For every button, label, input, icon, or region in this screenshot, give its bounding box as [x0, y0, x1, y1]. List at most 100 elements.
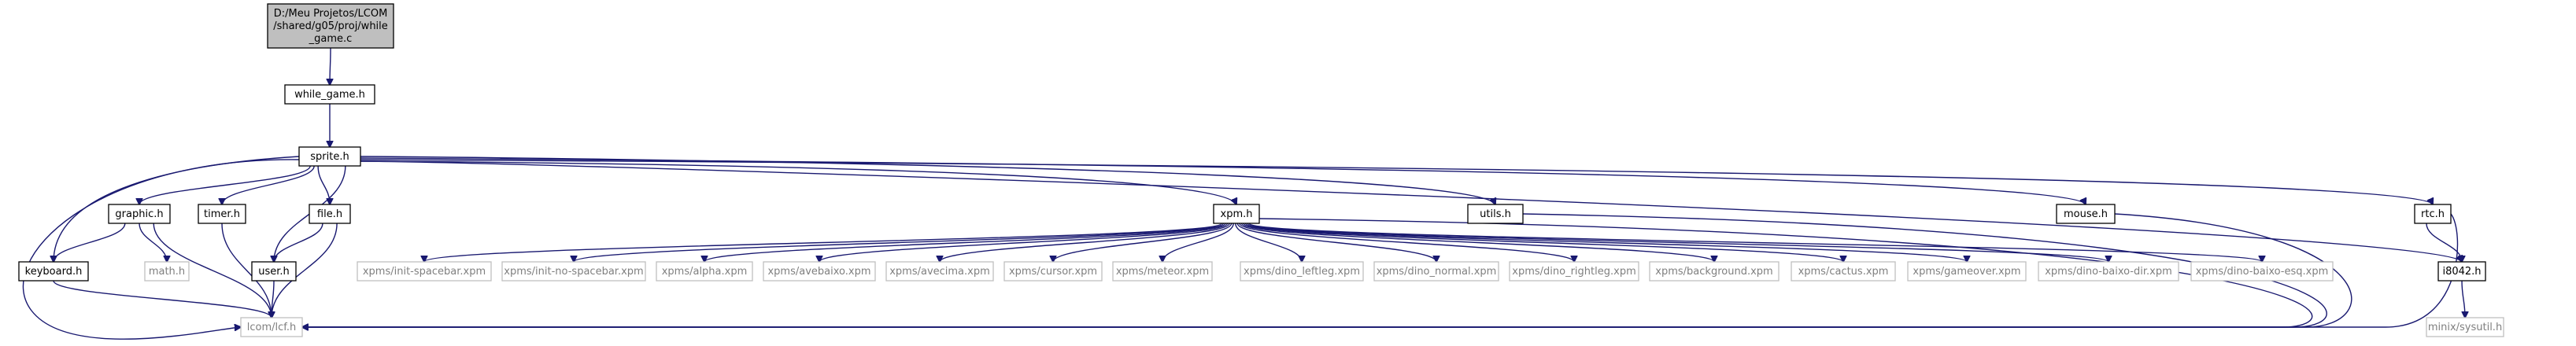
node-label: _game.c	[309, 33, 353, 45]
node-label: xpms/dino-baixo-dir.xpm	[2045, 266, 2172, 278]
node-user-h[interactable]: user.h	[251, 261, 297, 282]
node-x-meteor: xpms/meteor.xpm	[1112, 261, 1213, 282]
node-x-dino-leftleg: xpms/dino_leftleg.xpm	[1240, 261, 1364, 282]
node-label: xpms/dino_leftleg.xpm	[1244, 266, 1360, 278]
node-box	[298, 146, 361, 167]
node-box	[1373, 261, 1499, 282]
node-x-dino-normal: xpms/dino_normal.xpm	[1373, 261, 1499, 282]
node-x-init-spacebar: xpms/init-spacebar.xpm	[357, 261, 492, 282]
node-label: minix/sysutil.h	[2428, 322, 2502, 333]
node-box	[2437, 261, 2486, 282]
node-label: while_game.h	[294, 89, 365, 101]
edges-layer	[22, 47, 2465, 340]
node-label: xpms/dino_rightleg.xpm	[1512, 266, 1635, 278]
node-label: xpms/init-spacebar.xpm	[363, 266, 486, 278]
edge-sprite_h-to-mouse_h	[360, 157, 2086, 204]
node-label: keyboard.h	[25, 266, 83, 278]
edge-mouse_h-to-lcf_h	[302, 213, 2352, 327]
edge-xpm_h-to-x_background	[1240, 223, 1714, 262]
node-box	[885, 261, 994, 282]
node-box	[1791, 261, 1896, 282]
node-box	[1003, 261, 1103, 282]
node-label: xpms/avebaixo.xpm	[767, 266, 870, 278]
node-x-avecima: xpms/avecima.xpm	[885, 261, 994, 282]
node-label: file.h	[317, 208, 342, 220]
edge-i8042_h-to-sysutil_h	[2461, 280, 2465, 318]
node-label: lcom/lcf.h	[247, 322, 297, 333]
node-box	[2190, 261, 2334, 282]
node-x-cursor: xpms/cursor.xpm	[1003, 261, 1103, 282]
edge-xpm_h-to-x_avecima	[940, 223, 1230, 262]
node-x-avebaixo: xpms/avebaixo.xpm	[763, 261, 876, 282]
edge-sprite_h-to-i8042_h	[360, 160, 2462, 262]
edge-xpm_h-to-x_init_spacebar	[424, 223, 1222, 262]
node-label: xpm.h	[1221, 208, 1253, 220]
node-graphic-h[interactable]: graphic.h	[108, 204, 171, 224]
node-x-init-no-spacebar: xpms/init-no-spacebar.xpm	[501, 261, 646, 282]
node-box	[1907, 261, 2027, 282]
edge-xpm_h-to-x_avebaixo	[819, 223, 1229, 262]
node-x-dino-baixo-dir: xpms/dino-baixo-dir.xpm	[2038, 261, 2179, 282]
node-file-h[interactable]: file.h	[309, 204, 351, 224]
edge-timer_h-to-lcf_h	[221, 223, 272, 318]
node-box	[1509, 261, 1639, 282]
node-label: xpms/init-no-spacebar.xpm	[504, 266, 643, 278]
node-x-cactus: xpms/cactus.xpm	[1791, 261, 1896, 282]
node-lcf-h: lcom/lcf.h	[240, 317, 303, 337]
node-box	[108, 204, 171, 224]
node-label: xpms/cursor.xpm	[1009, 266, 1097, 278]
node-root[interactable]: D:/Meu Projetos/LCOM/shared/g05/proj/whi…	[267, 3, 394, 49]
node-sprite-h[interactable]: sprite.h	[298, 146, 361, 167]
node-label: xpms/dino_normal.xpm	[1377, 266, 1497, 278]
edge-sprite_h-to-graphic_h	[139, 165, 311, 204]
node-utils-h[interactable]: utils.h	[1467, 204, 1524, 224]
edge-sprite_h-to-file_h	[317, 165, 330, 204]
node-box	[1649, 261, 1780, 282]
node-box	[656, 261, 753, 282]
node-box	[2056, 204, 2116, 224]
node-box	[1112, 261, 1213, 282]
node-label: math.h	[149, 266, 185, 278]
node-box	[144, 261, 190, 282]
node-x-background: xpms/background.xpm	[1649, 261, 1780, 282]
node-box	[198, 204, 246, 224]
node-label: xpms/meteor.xpm	[1116, 266, 1209, 278]
node-box	[1240, 261, 1364, 282]
node-timer-h[interactable]: timer.h	[198, 204, 246, 224]
node-box	[2426, 317, 2504, 337]
edge-sprite_h-to-lcf_h	[22, 159, 300, 340]
node-while-game-h[interactable]: while_game.h	[284, 84, 375, 105]
node-box	[240, 317, 303, 337]
node-box	[763, 261, 876, 282]
node-label: xpms/alpha.xpm	[662, 266, 748, 278]
node-x-alpha: xpms/alpha.xpm	[656, 261, 753, 282]
node-box	[309, 204, 351, 224]
node-keyboard-h[interactable]: keyboard.h	[18, 261, 89, 282]
node-label: xpms/background.xpm	[1655, 266, 1772, 278]
edge-xpm_h-to-x_cactus	[1243, 223, 1843, 262]
node-x-dino-rightleg: xpms/dino_rightleg.xpm	[1509, 261, 1639, 282]
edge-xpm_h-to-x_alpha	[704, 223, 1226, 262]
nodes-layer: D:/Meu Projetos/LCOM/shared/g05/proj/whi…	[18, 3, 2504, 337]
node-label: i8042.h	[2442, 266, 2481, 278]
node-rtc-h[interactable]: rtc.h	[2414, 204, 2452, 224]
node-i8042-h[interactable]: i8042.h	[2437, 261, 2486, 282]
edge-graphic_h-to-keyboard_h	[54, 223, 126, 262]
edge-xpm_h-to-x_dino_baixo_dir	[1247, 223, 2108, 262]
node-box	[284, 84, 375, 105]
edge-xpm_h-to-x_meteor	[1162, 223, 1234, 262]
node-mouse-h[interactable]: mouse.h	[2056, 204, 2116, 224]
edge-sprite_h-to-rtc_h	[360, 159, 2433, 204]
node-label: sprite.h	[310, 151, 349, 163]
node-label: timer.h	[204, 208, 240, 220]
edge-xpm_h-to-x_dino_normal	[1236, 223, 1436, 262]
edge-root-to-while_game_h	[330, 47, 331, 85]
node-box	[251, 261, 297, 282]
node-xpm-h[interactable]: xpm.h	[1213, 204, 1260, 224]
edge-xpm_h-to-x_cursor	[1053, 223, 1233, 262]
edge-keyboard_h-to-lcf_h	[53, 280, 272, 318]
node-box	[267, 3, 394, 49]
edge-graphic_h-to-lcf_h	[153, 223, 272, 318]
edge-xpm_h-to-x_dino_baixo_esq	[1248, 223, 2262, 262]
